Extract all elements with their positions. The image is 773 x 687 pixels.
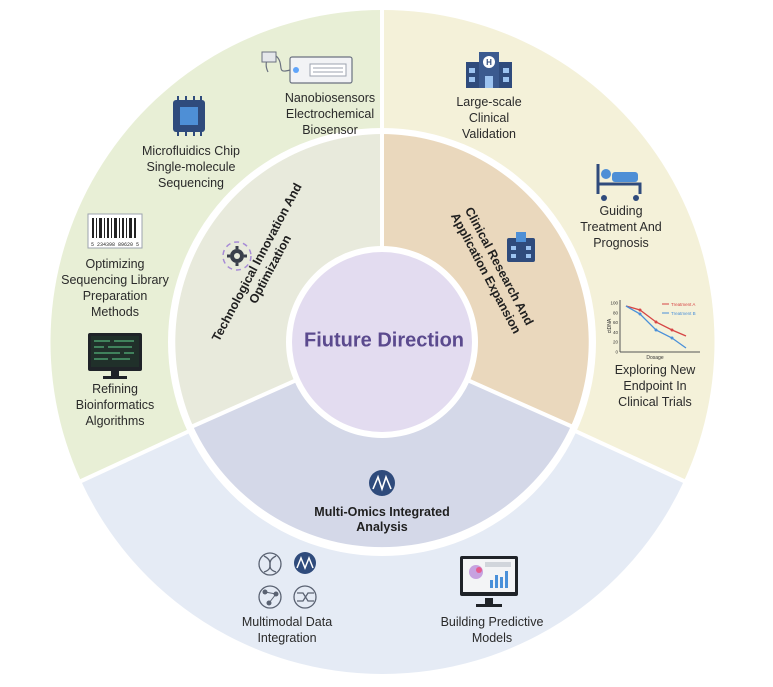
label-guiding-treatment: Guiding Treatment And Prognosis: [580, 204, 662, 250]
monitor-icon: [88, 333, 142, 379]
patient-bed-icon: [596, 164, 642, 201]
label-predictive-models: Building Predictive Models: [440, 615, 544, 645]
label-new-endpoint: Exploring New Endpoint In Clinical Trial…: [614, 363, 696, 409]
barcode-icon: 5 234398 89620 5: [87, 213, 143, 249]
omics-badge-icon: [369, 470, 395, 496]
sensor-device-icon: [261, 51, 353, 84]
mini-chart-ylabel: ctDNA: [607, 318, 613, 333]
mini-legend-b: Treatment B: [671, 311, 696, 316]
label-multimodal-integration: Multimodal Data Integration: [241, 615, 333, 645]
chip-icon: [173, 96, 205, 136]
clinic-building-icon: [507, 232, 535, 262]
inner-sector-omics: [193, 342, 571, 548]
label-bioinformatics: Refining Bioinformatics Algorithms: [75, 382, 155, 428]
mini-chart-ytick: 0: [615, 350, 618, 355]
section-title-omics: Multi-Omics Integrated Analysis: [314, 505, 450, 534]
data-flow-icon: [293, 585, 317, 609]
network-icon: [258, 585, 282, 609]
hospital-h-glyph: H: [486, 58, 492, 67]
gear-icon: [222, 241, 252, 271]
label-library-preparation: Optimizing Sequencing Library Preparatio…: [61, 257, 169, 319]
barcode-text: 5 234398 89620 5: [91, 242, 139, 248]
label-microfluidics: Microfluidics Chip Single-molecule Seque…: [142, 144, 240, 190]
mini-chart-ytick: 40: [613, 330, 619, 335]
dashboard-monitor-icon: [460, 556, 518, 607]
mini-chart-ytick: 100: [610, 301, 618, 306]
label-nanobiosensors: Nanobiosensors Electrochemical Biosensor: [284, 91, 376, 137]
mini-chart-ytick: 20: [613, 340, 619, 345]
mini-line-chart: 100 80 60 40 20 0 Dosage ctDNA Treatment A Tr…: [607, 300, 700, 361]
mini-chart-ytick: 60: [613, 320, 619, 325]
center-circle: [292, 252, 472, 432]
mini-chart-ytick: 80: [613, 310, 619, 315]
hospital-icon: H: [466, 52, 512, 88]
mini-legend-a: Treatment A: [671, 302, 695, 307]
omics-badge-small-icon: [294, 552, 316, 574]
label-clinical-validation: Large-scale Clinical Validation: [456, 95, 522, 141]
mini-chart-xlabel: Dosage: [646, 355, 663, 361]
dna-circle-icon: [258, 552, 282, 576]
center-title: Fiuture Direction: [303, 329, 465, 352]
